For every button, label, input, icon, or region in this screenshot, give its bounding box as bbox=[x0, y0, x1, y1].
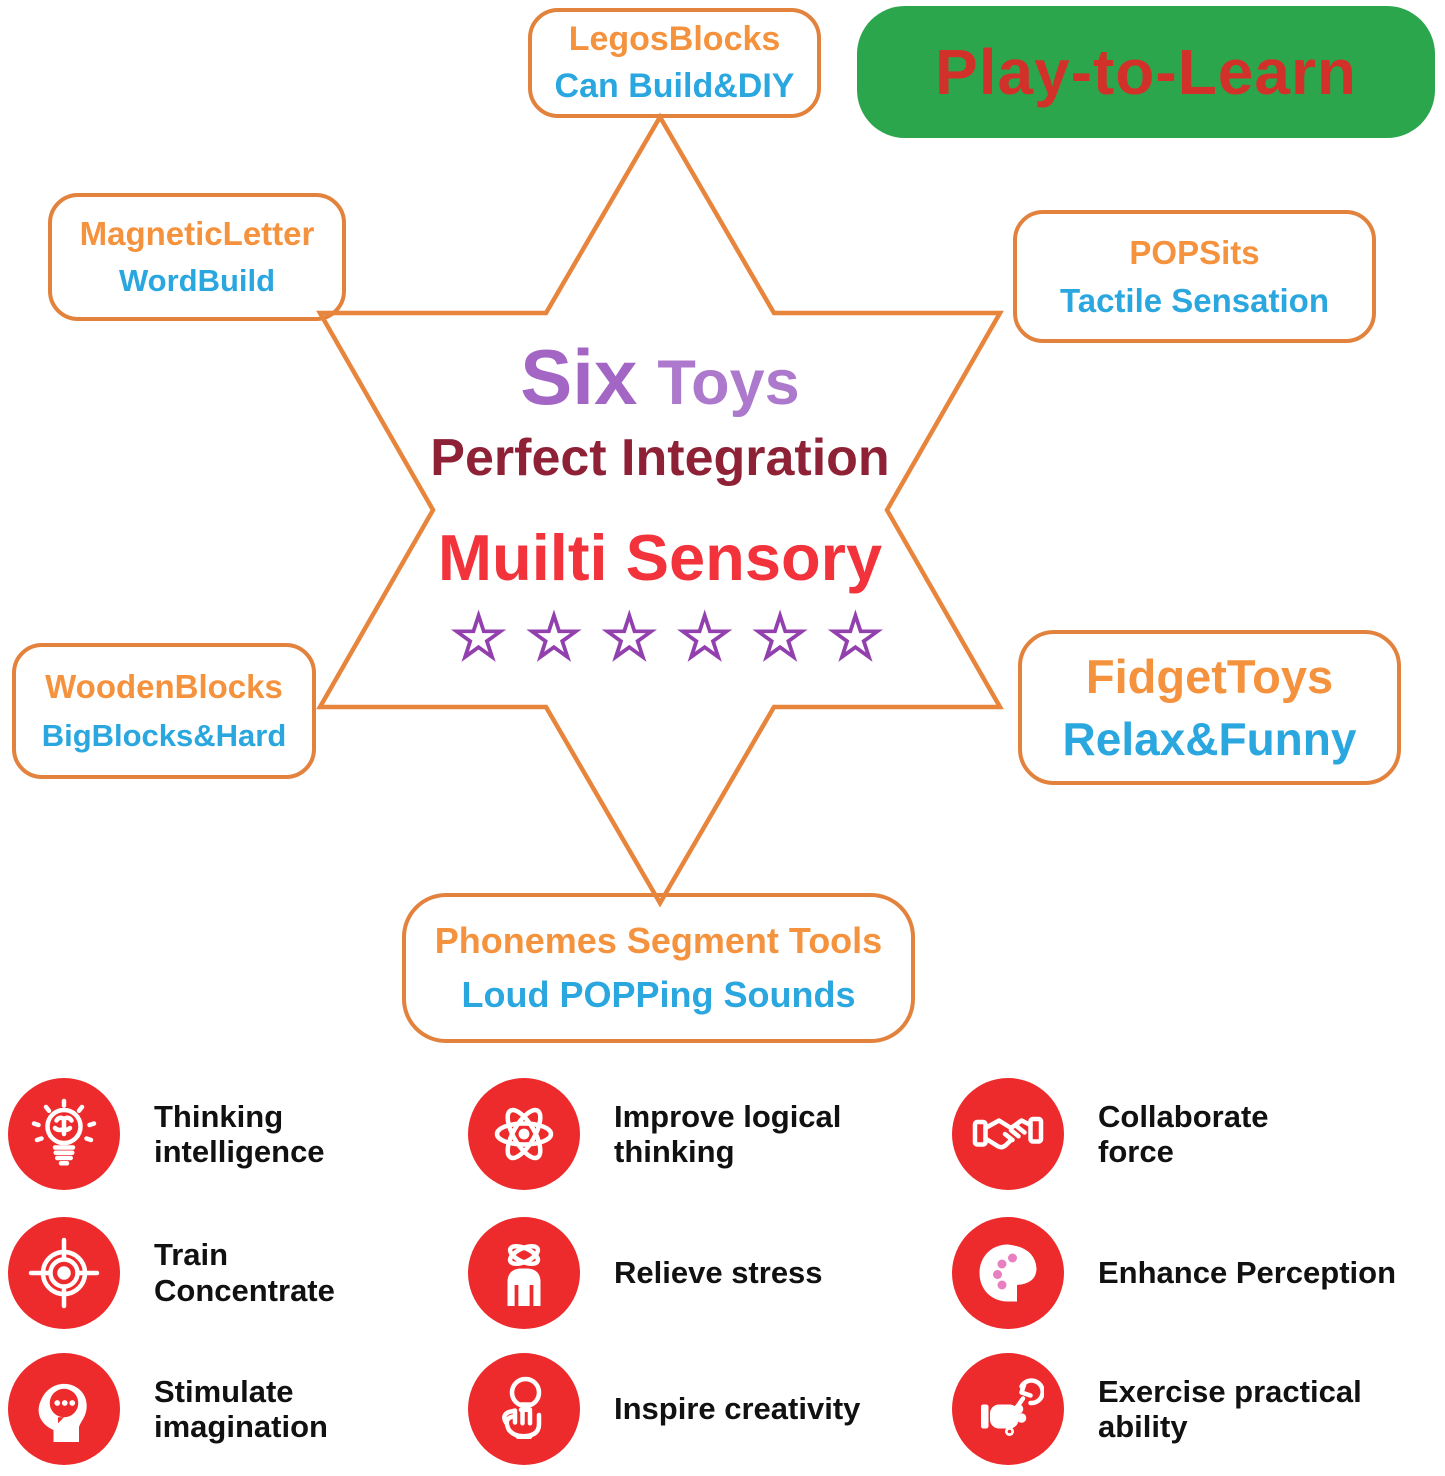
target-icon bbox=[8, 1216, 120, 1329]
feature-label: Enhance Perception bbox=[1098, 1254, 1397, 1290]
feature-relieve-stress: Relieve stress bbox=[468, 1216, 952, 1329]
feature-stimulate-imagination: Stimulate imagination bbox=[8, 1353, 468, 1465]
brain-bulb-icon bbox=[8, 1078, 120, 1190]
callout-title: LegosBlocks bbox=[568, 20, 781, 58]
center-title-six: Six bbox=[520, 333, 638, 421]
feature-exercise-practical-ability: Exercise practical ability bbox=[952, 1353, 1445, 1465]
callout-phonemes: Phonemes Segment Tools Loud POPPing Soun… bbox=[402, 893, 915, 1043]
person-stress-icon bbox=[468, 1216, 580, 1329]
feature-label: Inspire creativity bbox=[614, 1391, 861, 1427]
feature-improve-logical-thinking: Improve logical thinking bbox=[468, 1078, 952, 1190]
features-grid: Thinking intelligence Improve logical th… bbox=[8, 1062, 1445, 1476]
feature-inspire-creativity: Inspire creativity bbox=[468, 1353, 952, 1465]
feature-train-concentrate: Train Concentrate bbox=[8, 1216, 468, 1329]
center-line-perfect-integration: Perfect Integration bbox=[430, 429, 890, 487]
callout-title: MagneticLetter bbox=[79, 215, 315, 252]
feature-label: Exercise practical ability bbox=[1098, 1373, 1362, 1444]
callout-subtitle: Can Build&DIY bbox=[554, 67, 795, 105]
handshake-icon bbox=[952, 1078, 1064, 1190]
feature-enhance-perception: Enhance Perception bbox=[952, 1216, 1445, 1329]
callout-title: FidgetToys bbox=[1085, 650, 1334, 703]
callout-title: POPSits bbox=[1129, 233, 1260, 271]
callout-subtitle: Relax&Funny bbox=[1062, 713, 1357, 765]
callout-popsits: POPSits Tactile Sensation bbox=[1013, 210, 1376, 343]
callout-title: Phonemes Segment Tools bbox=[434, 920, 883, 961]
feature-label: Stimulate imagination bbox=[154, 1373, 328, 1444]
feature-label: Improve logical thinking bbox=[614, 1098, 842, 1169]
callout-subtitle: Loud POPPing Sounds bbox=[461, 974, 856, 1015]
center-title: Six Toys bbox=[310, 332, 1010, 423]
feature-collaborate-force: Collaborate force bbox=[952, 1078, 1445, 1190]
feature-label: Thinking intelligence bbox=[154, 1098, 325, 1169]
center-title-toys: Toys bbox=[657, 348, 800, 418]
head-idea-icon bbox=[8, 1353, 120, 1465]
feature-thinking-intelligence: Thinking intelligence bbox=[8, 1078, 468, 1190]
callout-subtitle: WordBuild bbox=[118, 263, 276, 298]
callout-fidgettoys: FidgetToys Relax&Funny bbox=[1018, 630, 1401, 785]
callout-legosblocks: LegosBlocks Can Build&DIY bbox=[528, 8, 821, 118]
callout-woodenblocks: WoodenBlocks BigBlocks&Hard bbox=[12, 643, 316, 779]
callout-subtitle: Tactile Sensation bbox=[1060, 281, 1329, 319]
feature-label: Train Concentrate bbox=[154, 1237, 335, 1308]
play-to-learn-label: Play-to-Learn bbox=[935, 36, 1357, 108]
callout-title: WoodenBlocks bbox=[45, 668, 283, 705]
feature-label: Relieve stress bbox=[614, 1254, 823, 1290]
atom-icon bbox=[468, 1078, 580, 1190]
callout-subtitle: BigBlocks&Hard bbox=[41, 718, 287, 753]
wrench-hand-icon bbox=[952, 1353, 1064, 1465]
center-line-muilti-sensory: Muilti Sensory bbox=[437, 521, 883, 594]
feature-label: Collaborate force bbox=[1098, 1098, 1269, 1169]
rating-stars-icon: ☆☆☆☆☆☆ bbox=[449, 601, 903, 673]
play-to-learn-badge: Play-to-Learn bbox=[857, 6, 1435, 138]
bulb-hand-icon bbox=[468, 1353, 580, 1465]
callout-magneticletter: MagneticLetter WordBuild bbox=[48, 193, 346, 321]
palette-icon bbox=[952, 1216, 1064, 1329]
